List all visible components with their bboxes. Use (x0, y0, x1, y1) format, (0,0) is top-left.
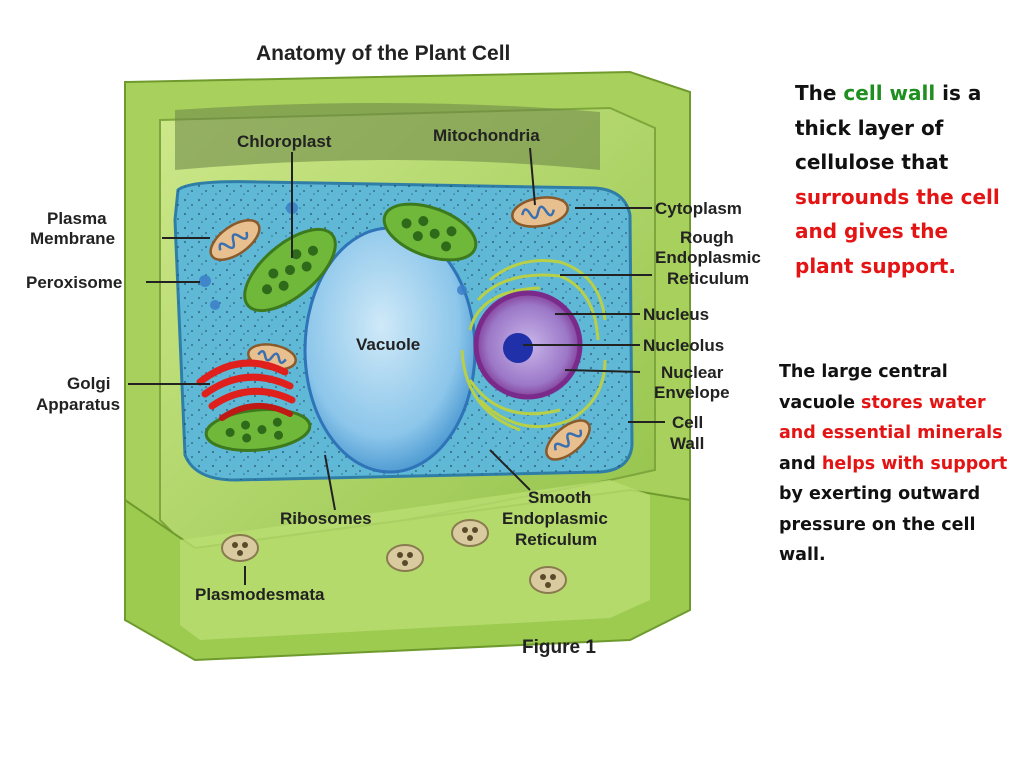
rough-er (460, 258, 607, 432)
cell-wall-note: The cell wall is a thick layer of cellul… (795, 76, 1010, 283)
label-plasmodesmata: Plasmodesmata (195, 585, 325, 604)
note2-stores-highlight: stores water and essential minerals (779, 392, 1003, 444)
note2-text-1: The large central vacuole (779, 362, 948, 413)
label-plasma-membrane-2: Membrane (30, 229, 115, 248)
label-vacuole: Vacuole (356, 335, 420, 354)
label-cell-wall-2: Wall (670, 434, 704, 453)
leader-lines (128, 147, 665, 585)
note2-helps-highlight: helps with support (821, 453, 1008, 474)
label-ribosomes: Ribosomes (280, 509, 372, 528)
label-golgi-1: Golgi (67, 374, 110, 393)
label-peroxisome: Peroxisome (26, 273, 122, 292)
label-smooth-er-1: Smooth (528, 488, 591, 507)
note2-text-2: and (779, 453, 822, 474)
label-cell-wall-1: Cell (672, 413, 703, 432)
note1-support-highlight: surrounds the cell and gives the plant s… (795, 184, 1000, 278)
figure-caption: Figure 1 (522, 637, 596, 658)
plasmodesmata-pores (221, 519, 567, 594)
label-golgi-2: Apparatus (36, 395, 120, 414)
label-cytoplasm: Cytoplasm (655, 199, 742, 218)
label-plasma-membrane-1: Plasma (47, 209, 107, 228)
label-nucleus: Nucleus (643, 305, 709, 324)
label-chloroplast: Chloroplast (237, 132, 332, 151)
note1-text-2: is a thick layer of cellulose that (795, 81, 982, 174)
label-smooth-er-2: Endoplasmic (502, 509, 608, 528)
label-rough-er-2: Endoplasmic (655, 248, 761, 267)
chloroplasts (204, 202, 478, 452)
label-nuclear-envelope-1: Nuclear (661, 363, 724, 382)
note1-cell-wall-highlight: cell wall (843, 81, 936, 105)
mitochondria (209, 196, 591, 461)
note1-text-1: The (795, 81, 844, 105)
golgi-apparatus (196, 359, 296, 421)
note2-text-3: by exerting outward pressure on the cell… (779, 484, 981, 565)
label-mitochondria: Mitochondria (433, 126, 540, 145)
label-rough-er-3: Reticulum (667, 269, 749, 288)
label-nuclear-envelope-2: Envelope (654, 383, 730, 402)
label-rough-er-1: Rough (680, 228, 734, 247)
vacuole-note: The large central vacuole stores water a… (779, 357, 1019, 571)
diagram-title: Anatomy of the Plant Cell (256, 42, 510, 65)
plant-cell-diagram: Anatomy of the Plant Cell Chloroplast Mi… (26, 42, 761, 662)
label-smooth-er-3: Reticulum (515, 530, 597, 549)
label-nucleolus: Nucleolus (643, 336, 724, 355)
